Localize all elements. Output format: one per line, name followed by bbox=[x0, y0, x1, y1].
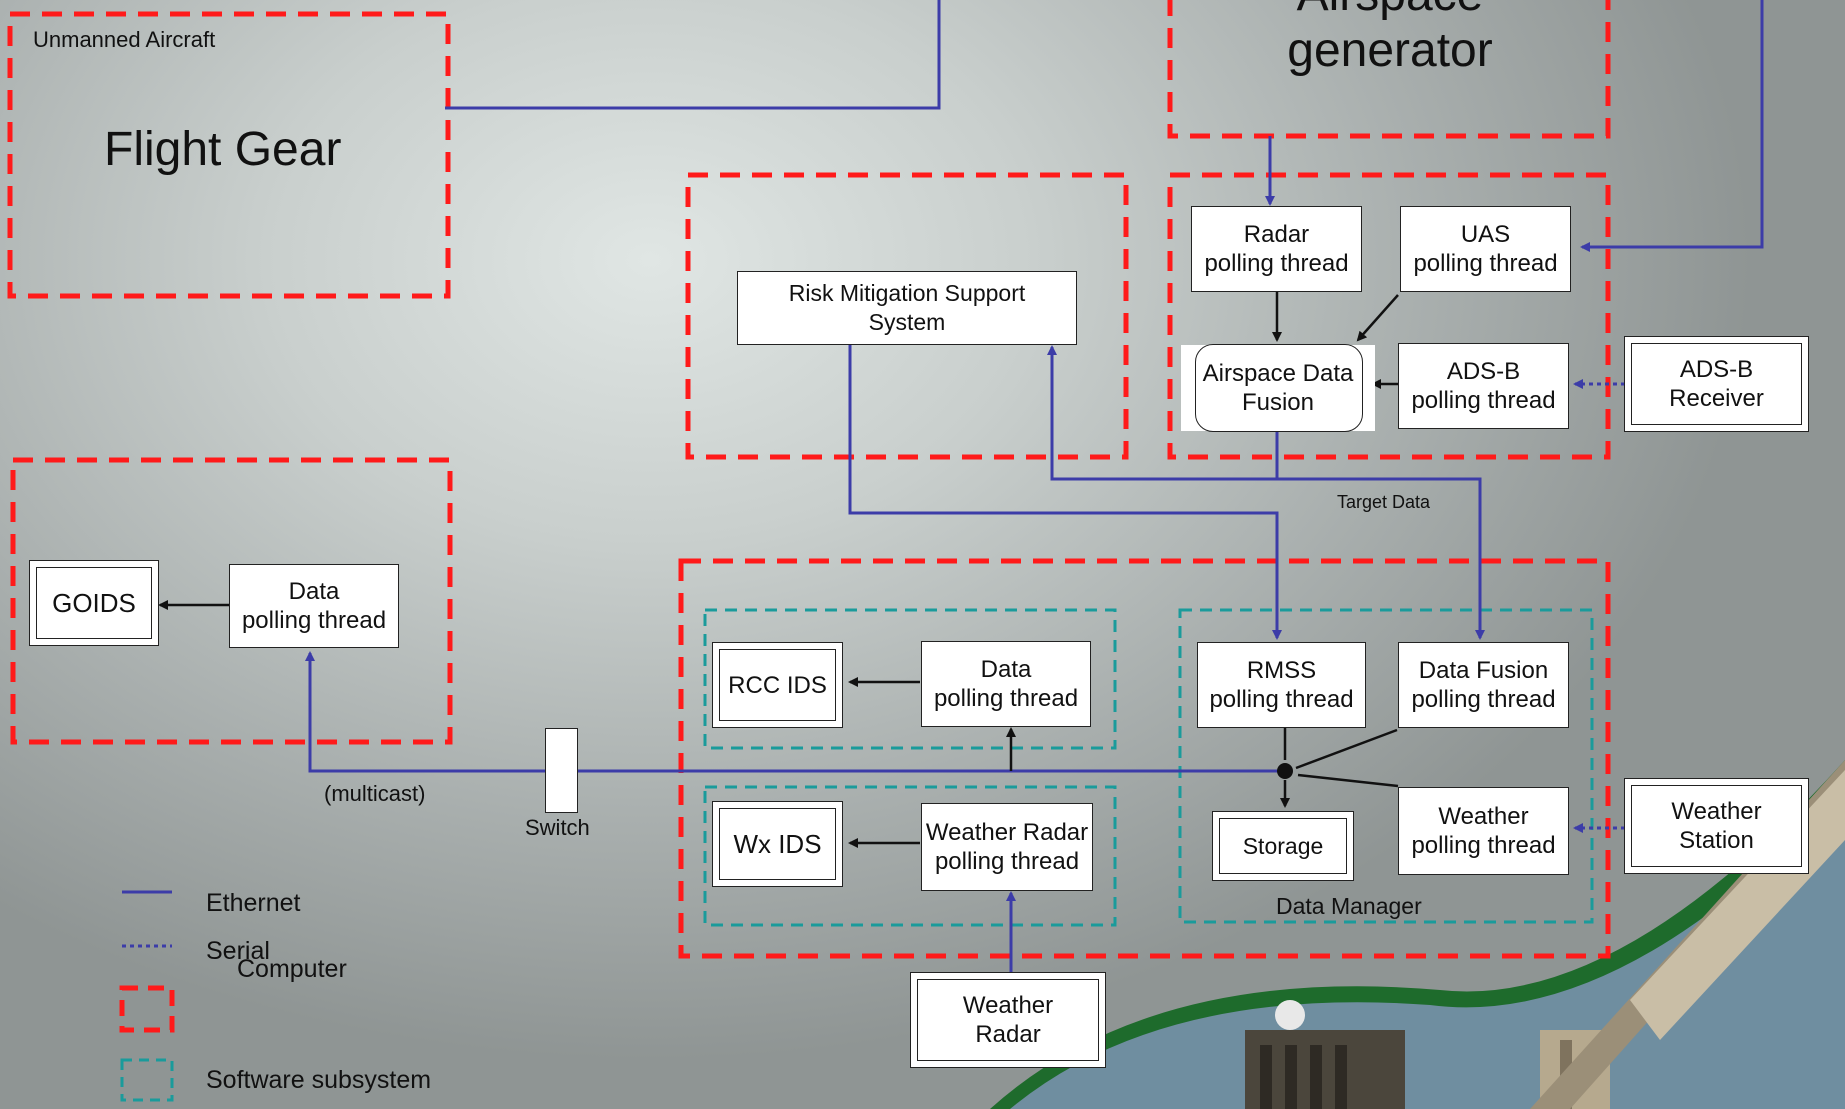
computer-unmanned-aircraft bbox=[7, 11, 451, 299]
subsystem-rcc bbox=[703, 608, 1117, 750]
multicast-link bbox=[305, 651, 545, 773]
legend-software-subsystem-label: Software subsystem bbox=[206, 1066, 432, 1094]
rcc-ids-display[interactable]: RCC IDS bbox=[712, 642, 843, 728]
legend-serial-label: Serial bbox=[206, 937, 270, 965]
unmanned-aircraft-label: Unmanned Aircraft bbox=[33, 27, 216, 52]
weather-radar[interactable]: Weather Radar bbox=[910, 972, 1106, 1068]
weather-station[interactable]: Weather Station bbox=[1624, 778, 1809, 874]
legend-ethernet-label: Ethernet bbox=[206, 889, 301, 917]
legend-computer-swatch bbox=[119, 985, 175, 1033]
switch-label: Switch bbox=[525, 815, 590, 840]
rcc-ids-label: RCC IDS bbox=[719, 649, 836, 721]
risk-mitigation-support-system[interactable]: Risk Mitigation Support System bbox=[737, 271, 1077, 345]
wx-ids-label: Wx IDS bbox=[719, 808, 836, 880]
goids-label: GOIDS bbox=[36, 567, 152, 639]
radar-polling-thread[interactable]: Radar polling thread bbox=[1191, 206, 1362, 292]
adsb-polling-thread[interactable]: ADS-B polling thread bbox=[1398, 343, 1569, 429]
subsystem-containers bbox=[703, 608, 1594, 927]
computer-data-manager bbox=[678, 558, 1611, 959]
ethernet-links bbox=[305, 0, 1764, 973]
adsb-receiver[interactable]: ADS-B Receiver bbox=[1624, 336, 1809, 432]
wx-ids-display[interactable]: Wx IDS bbox=[712, 801, 843, 887]
legend-subsystem-swatch bbox=[120, 1058, 174, 1102]
storage-label: Storage bbox=[1219, 818, 1347, 874]
target-data-link bbox=[1275, 432, 1485, 640]
data-fusion-polling-thread[interactable]: Data Fusion polling thread bbox=[1398, 642, 1569, 728]
computer-airspace-fusion bbox=[1167, 172, 1611, 460]
rmss-feedback-link bbox=[1047, 345, 1277, 481]
airspace-data-fusion[interactable]: Airspace Data Fusion bbox=[1181, 345, 1375, 431]
internal-links bbox=[158, 292, 1399, 848]
legend-computer-label: Computer bbox=[237, 955, 347, 983]
multicast-label: (multicast) bbox=[324, 781, 426, 806]
goids-data-polling-thread[interactable]: Data polling thread bbox=[229, 564, 399, 648]
computer-goids bbox=[10, 457, 453, 745]
airspace-data-fusion-outline bbox=[1195, 344, 1363, 432]
computer-airspace-generator bbox=[1167, 0, 1611, 139]
data-manager-label: Data Manager bbox=[1276, 893, 1422, 919]
weather-station-label: Weather Station bbox=[1631, 785, 1802, 867]
uas-polling-thread[interactable]: UAS polling thread bbox=[1400, 206, 1571, 292]
network-switch[interactable] bbox=[545, 728, 578, 813]
flightgear-link bbox=[445, 0, 941, 110]
target-data-label: Target Data bbox=[1337, 492, 1431, 512]
weather-radar-polling-thread[interactable]: Weather Radar polling thread bbox=[921, 803, 1093, 891]
legend-swatches bbox=[119, 890, 175, 1102]
subsystem-wx bbox=[703, 785, 1117, 927]
uas-link bbox=[1580, 0, 1764, 252]
computer-rmss bbox=[685, 172, 1129, 460]
airspace-generator-title: Airspace generator bbox=[1287, 0, 1493, 77]
subsystem-data-manager bbox=[1178, 608, 1594, 924]
rmss-polling-thread[interactable]: RMSS polling thread bbox=[1197, 642, 1366, 728]
goids-display[interactable]: GOIDS bbox=[29, 560, 159, 646]
serial-links bbox=[1573, 379, 1625, 833]
weather-radar-label: Weather Radar bbox=[917, 979, 1099, 1061]
junction-node bbox=[1277, 763, 1293, 779]
rcc-data-polling-thread[interactable]: Data polling thread bbox=[921, 641, 1091, 727]
flight-gear-title: Flight Gear bbox=[104, 123, 342, 176]
adsb-receiver-label: ADS-B Receiver bbox=[1631, 343, 1802, 425]
computer-containers bbox=[7, 0, 1611, 959]
weather-polling-thread[interactable]: Weather polling thread bbox=[1398, 787, 1569, 875]
rmss-to-dm-link bbox=[848, 344, 1282, 640]
storage[interactable]: Storage bbox=[1212, 811, 1354, 881]
